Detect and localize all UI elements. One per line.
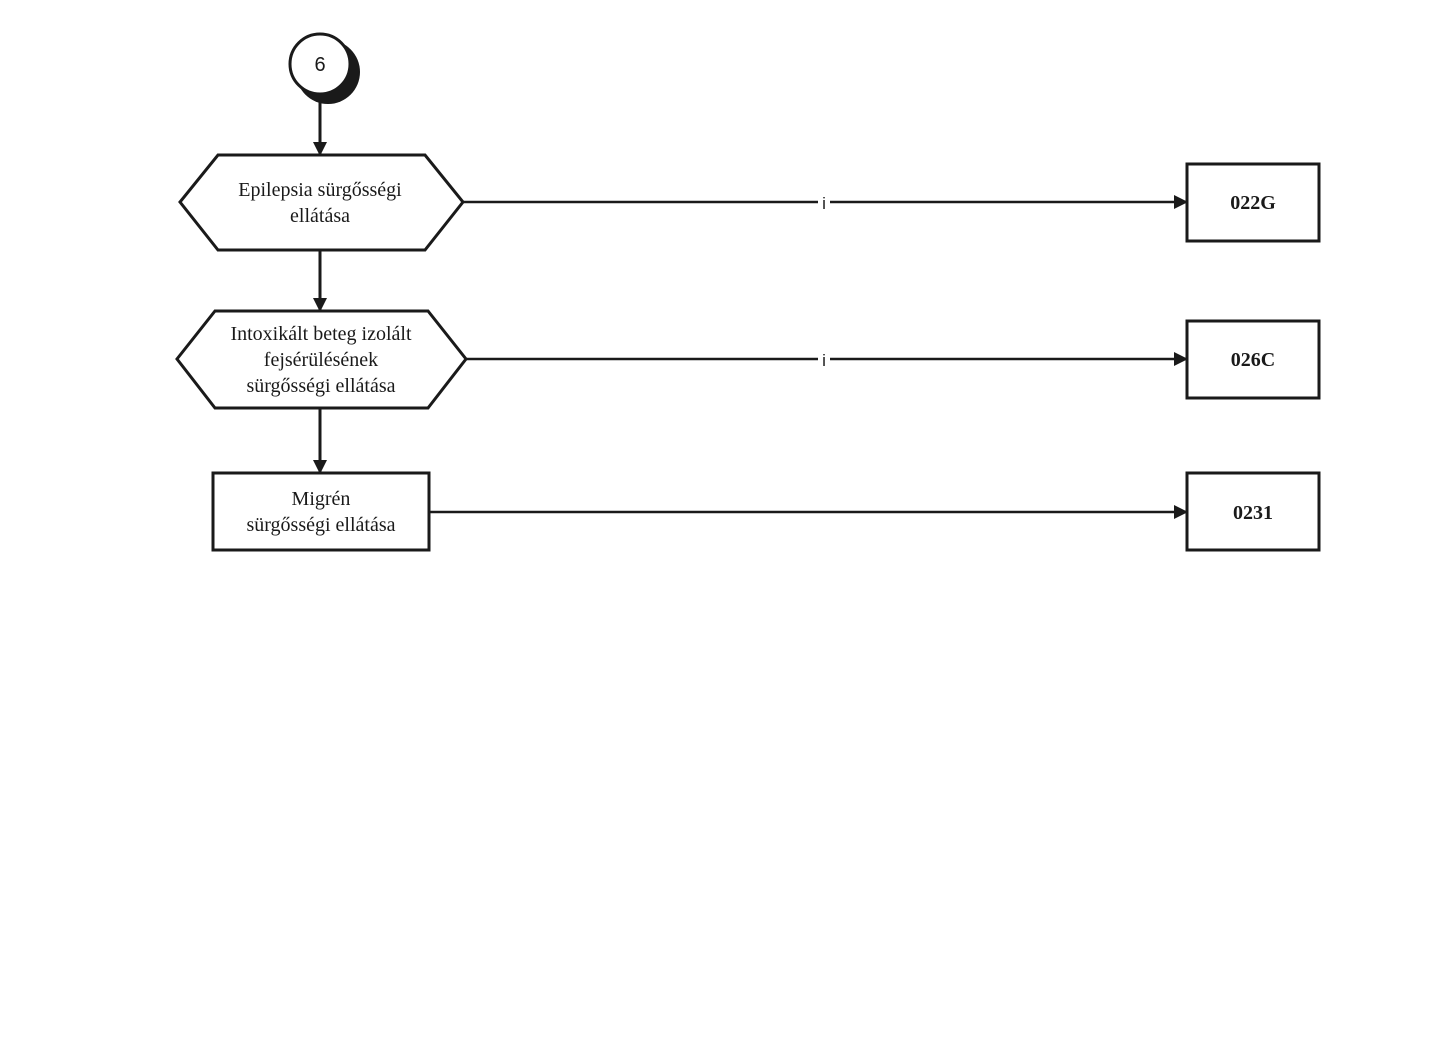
edge-label-bg xyxy=(818,190,830,212)
node-intoxikalt: Intoxikált beteg izolált fejsérülésének … xyxy=(175,309,468,410)
target-rect xyxy=(1185,471,1321,552)
process-rect xyxy=(211,471,431,552)
node-migren: Migrén sürgősségi ellátása xyxy=(211,471,431,552)
edge-label-bg xyxy=(818,347,830,369)
node-epilepsia: Epilepsia sürgősségi ellátása xyxy=(178,153,465,252)
node-epilepsia-line-2: ellátása xyxy=(290,205,350,227)
hexagon-shape xyxy=(175,309,468,410)
target-box-022G: 022G xyxy=(1185,162,1321,243)
target-box-0231: 0231 xyxy=(1185,471,1321,552)
node-migren-line-1: Migrén xyxy=(292,488,351,510)
hexagon-shape xyxy=(178,153,465,252)
connector-label: 6 xyxy=(314,54,325,76)
target-code-026C: 026C xyxy=(1231,349,1275,371)
target-box-026C: 026C xyxy=(1185,319,1321,400)
target-rect xyxy=(1185,162,1321,243)
node-intoxikalt-line-3: sürgősségi ellátása xyxy=(246,375,395,397)
node-intoxikalt-line-1: Intoxikált beteg izolált xyxy=(230,323,411,345)
edge-label-epilepsia: i xyxy=(822,194,826,213)
connector-ring xyxy=(288,32,352,96)
node-intoxikalt-line-2: fejsérülésének xyxy=(264,349,378,371)
target-rect xyxy=(1185,319,1321,400)
node-epilepsia-line-1: Epilepsia sürgősségi xyxy=(238,179,402,201)
target-code-022G: 022G xyxy=(1230,192,1276,214)
edge-label-intoxikalt: i xyxy=(822,351,826,370)
target-code-0231: 0231 xyxy=(1233,502,1273,524)
connector-circle: 6 xyxy=(288,32,360,104)
node-migren-line-2: sürgősségi ellátása xyxy=(246,514,395,536)
